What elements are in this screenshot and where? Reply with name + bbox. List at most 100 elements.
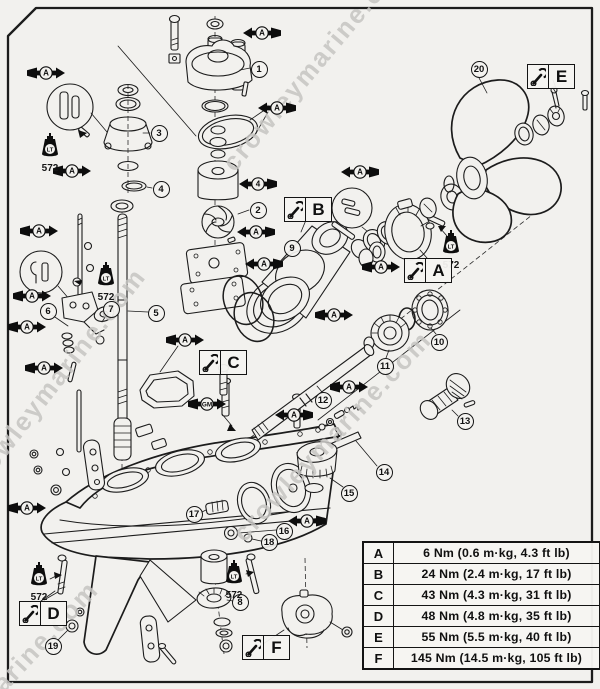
torque-table-row: D 48 Nm (4.8 m·kg, 35 ft lb)	[364, 606, 599, 627]
sealant-bottle-icon: LT	[42, 133, 58, 157]
skeg-bolt-group	[43, 554, 177, 665]
arrow-icon: A	[27, 66, 65, 80]
arrow-icon: A	[315, 308, 353, 322]
shift-rod-and-cam	[19, 213, 115, 453]
torque-ref-letter: C	[227, 352, 240, 372]
grease-arrow-marker: A	[361, 260, 401, 274]
arrow-icon: A	[25, 361, 63, 375]
grease-arrow-marker: A	[7, 501, 47, 515]
svg-text:A: A	[259, 29, 265, 38]
svg-text:A: A	[304, 517, 310, 526]
loctite-number-label: 572	[30, 592, 48, 603]
part-callout: 10	[430, 333, 448, 351]
part-callout: 16	[275, 522, 293, 540]
arrow-icon: A	[258, 101, 296, 115]
arrow-icon: A	[20, 224, 58, 238]
part-callout-number: 7	[108, 303, 114, 315]
grease-arrow-marker: A	[244, 257, 284, 271]
part-callout-number: 3	[156, 127, 162, 139]
torque-ref-box: A	[404, 258, 452, 283]
part-callout-number: 10	[433, 336, 445, 348]
arrow-icon: A	[275, 408, 313, 422]
sealant-bottle-icon: LT	[443, 230, 459, 254]
part-callout-number: 18	[263, 536, 275, 548]
part-callout: 18	[260, 533, 278, 551]
svg-text:A: A	[253, 228, 259, 237]
part-callout: 20	[470, 60, 488, 78]
side-anode-and-fasteners	[29, 439, 106, 496]
part-callout-number: 5	[153, 307, 159, 319]
arrow-icon: A	[330, 380, 368, 394]
part-callout: 1	[250, 60, 268, 78]
torque-table-value: 55 Nm (5.5 m·kg, 40 ft lb)	[421, 630, 572, 644]
grease-arrow-marker: A	[26, 66, 66, 80]
arrow-icon: A	[237, 225, 275, 239]
grease-arrow-marker: A	[274, 408, 314, 422]
torque-table-letter: C	[364, 585, 394, 605]
loctite-572-marker: LT 572	[24, 562, 54, 603]
svg-text:A: A	[36, 227, 42, 236]
svg-text:A: A	[274, 104, 280, 113]
part-callout-number: 14	[378, 466, 390, 478]
part-callout: 2	[249, 201, 267, 219]
torque-table-value: 24 Nm (2.4 m·kg, 17 ft lb)	[421, 567, 572, 581]
part-callout-number: 9	[289, 242, 295, 254]
arrow-icon: A	[245, 257, 283, 271]
pinion-gear	[288, 441, 344, 494]
arrow-icon: A	[8, 320, 46, 334]
torque-table-value: 6 Nm (0.6 m·kg, 4.3 ft lb)	[423, 546, 570, 560]
torque-table-row: F 145 Nm (14.5 m·kg, 105 ft lb)	[364, 648, 599, 668]
torque-ref-letter: B	[312, 199, 325, 219]
svg-text:A: A	[43, 69, 49, 78]
grease-arrow-marker: A	[7, 320, 47, 334]
arrow-icon: GM	[188, 397, 226, 411]
torque-table-value: 48 Nm (4.8 m·kg, 35 ft lb)	[421, 609, 572, 623]
part-callout-number: 20	[473, 63, 485, 75]
page-border	[6, 6, 594, 684]
reverse-gear-and-bearing	[363, 289, 449, 359]
svg-text:A: A	[261, 260, 267, 269]
part-callout-number: 1	[256, 63, 262, 75]
wrench-icon	[405, 259, 426, 282]
loctite-572-marker: LT 572	[219, 560, 249, 601]
part-callout-number: 6	[45, 305, 51, 317]
torque-table-row: E 55 Nm (5.5 m·kg, 40 ft lb)	[364, 627, 599, 648]
part-callout: 19	[44, 637, 62, 655]
water-inlet-fittings	[199, 499, 277, 543]
grease-arrow-marker: A	[12, 289, 52, 303]
part-callout: 13	[456, 412, 474, 430]
torque-ref-box: E	[527, 64, 575, 89]
arrow-icon: A	[362, 260, 400, 274]
torque-spec-table: A 6 Nm (0.6 m·kg, 4.3 ft lb) B 24 Nm (2.…	[362, 541, 600, 670]
loctite-number-label: 572	[41, 163, 59, 174]
svg-text:A: A	[182, 336, 188, 345]
part-callout: 3	[150, 124, 168, 142]
svg-text:GM: GM	[202, 402, 212, 409]
torque-table-letter: B	[364, 564, 394, 584]
part-callout: 9	[283, 239, 301, 257]
svg-text:LT: LT	[36, 576, 43, 582]
part-callout: 17	[185, 505, 203, 523]
wrench-icon	[528, 65, 549, 88]
torque-ref-letter: D	[47, 603, 60, 623]
torque-ref-letter: F	[271, 637, 282, 657]
spec-box-leaders	[40, 87, 557, 602]
propeller	[443, 75, 562, 244]
torque-table-letter: E	[364, 627, 394, 647]
grease-arrow-marker: A	[236, 225, 276, 239]
part-callout: 6	[39, 302, 57, 320]
arrow-icon: 4	[239, 177, 277, 191]
grease-arrow-marker: A	[242, 26, 282, 40]
part-callout-number: 12	[317, 394, 329, 406]
svg-text:LT: LT	[448, 244, 455, 250]
sealant-bottle-icon: LT	[98, 262, 114, 286]
grease-arrow-marker: A	[314, 308, 354, 322]
part-callout-number: 2	[255, 204, 261, 216]
loctite-572-marker: LT 572	[91, 262, 121, 303]
torque-table-row: B 24 Nm (2.4 m·kg, 17 ft lb)	[364, 564, 599, 585]
torque-ref-box: B	[284, 197, 332, 222]
grease-arrow-marker: 4	[238, 177, 278, 191]
svg-text:LT: LT	[103, 276, 110, 282]
part-callout: 12	[314, 391, 332, 409]
part-callout-number: 19	[47, 640, 59, 652]
